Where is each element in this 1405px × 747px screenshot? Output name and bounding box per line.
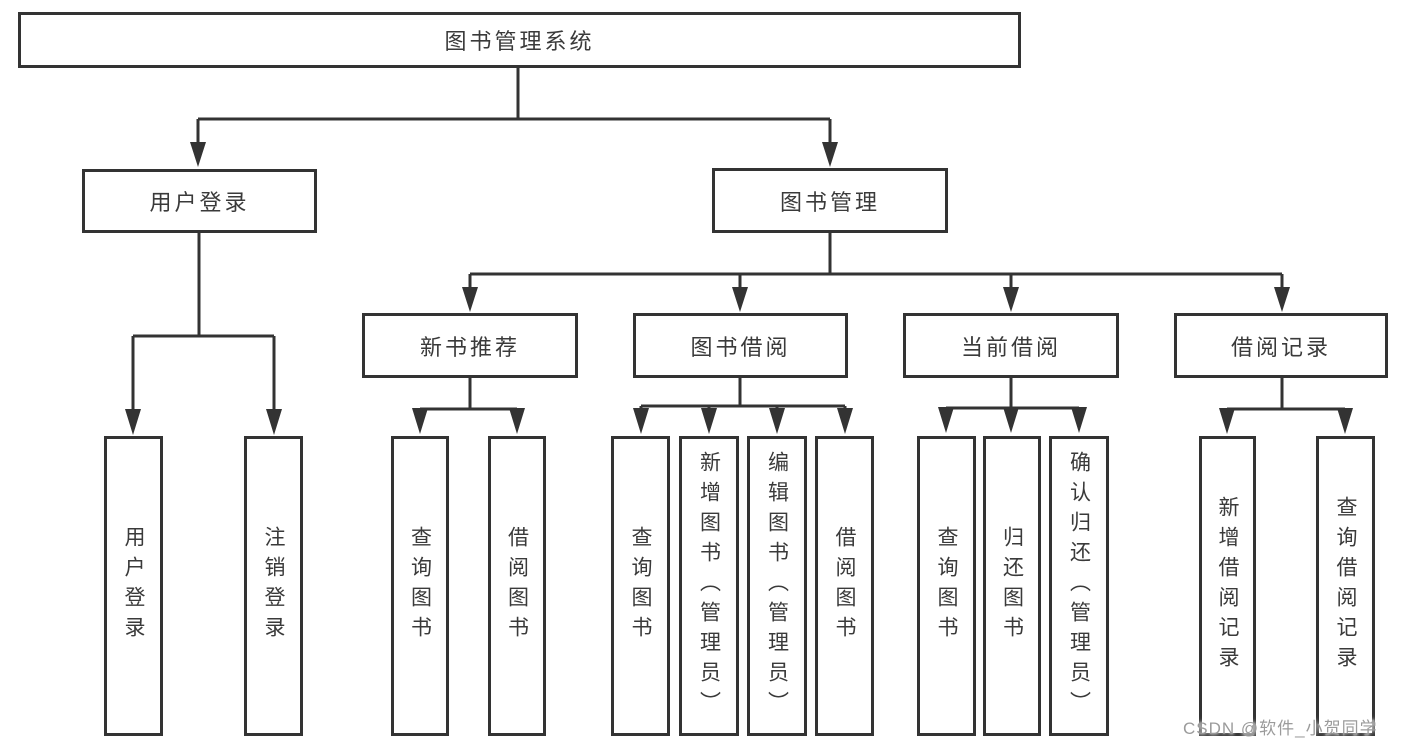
leaf-borrow-books-recommend-label: 借阅图书 xyxy=(505,526,529,646)
leaf-edit-book-admin: 编辑图书（管理员） xyxy=(747,436,807,736)
leaf-add-borrow-record-label: 新增借阅记录 xyxy=(1216,496,1239,676)
connector-root-to-level2 xyxy=(190,67,838,167)
leaf-user-login-label: 用户登录 xyxy=(122,526,145,646)
node-user-login: 用户登录 xyxy=(82,169,317,233)
leaf-confirm-return-admin: 确认归还（管理员） xyxy=(1049,436,1109,736)
leaf-query-books-current-label: 查询图书 xyxy=(935,526,958,646)
connector-new-book-recommend-children xyxy=(412,378,525,434)
leaf-return-book: 归还图书 xyxy=(983,436,1041,736)
leaf-borrow-books-recommend: 借阅图书 xyxy=(488,436,546,736)
leaf-user-login: 用户登录 xyxy=(104,436,163,736)
node-current-borrow-label: 当前借阅 xyxy=(960,334,1061,360)
node-root-label: 图书管理系统 xyxy=(444,29,595,54)
node-new-book-recommend: 新书推荐 xyxy=(362,313,578,378)
connector-borrow-records-children xyxy=(1219,378,1353,434)
node-book-borrow-label: 图书借阅 xyxy=(690,334,791,360)
leaf-add-book-admin-label: 新增图书（管理员） xyxy=(697,451,721,721)
connector-user-login-children xyxy=(125,233,282,435)
leaf-query-books-current: 查询图书 xyxy=(917,436,976,736)
node-current-borrow: 当前借阅 xyxy=(903,313,1119,378)
leaf-query-books-recommend-label: 查询图书 xyxy=(408,526,432,646)
leaf-borrow-books-label: 借阅图书 xyxy=(833,526,856,646)
leaf-add-book-admin: 新增图书（管理员） xyxy=(679,436,739,736)
node-borrow-records-label: 借阅记录 xyxy=(1230,334,1331,360)
node-book-management-label: 图书管理 xyxy=(779,189,880,215)
node-root: 图书管理系统 xyxy=(18,12,1021,68)
leaf-return-book-label: 归还图书 xyxy=(1000,526,1024,646)
connector-book-borrow-children xyxy=(633,378,853,434)
node-book-management: 图书管理 xyxy=(712,168,948,233)
leaf-borrow-books: 借阅图书 xyxy=(815,436,874,736)
leaf-add-borrow-record: 新增借阅记录 xyxy=(1199,436,1256,736)
connector-current-borrow-children xyxy=(938,378,1087,433)
csdn-watermark: CSDN @软件_小贺同学 xyxy=(1183,719,1378,738)
leaf-edit-book-admin-label: 编辑图书（管理员） xyxy=(765,451,789,721)
leaf-query-books-recommend: 查询图书 xyxy=(391,436,449,736)
leaf-query-books-borrow: 查询图书 xyxy=(611,436,670,736)
node-user-login-label: 用户登录 xyxy=(149,190,250,215)
leaf-query-borrow-record: 查询借阅记录 xyxy=(1316,436,1375,736)
leaf-logout: 注销登录 xyxy=(244,436,303,736)
node-new-book-recommend-label: 新书推荐 xyxy=(419,334,520,360)
connector-book-management-children xyxy=(462,233,1290,312)
leaf-query-books-borrow-label: 查询图书 xyxy=(629,526,652,646)
leaf-query-borrow-record-label: 查询借阅记录 xyxy=(1334,496,1357,676)
node-book-borrow: 图书借阅 xyxy=(633,313,848,378)
node-borrow-records: 借阅记录 xyxy=(1174,313,1388,378)
leaf-confirm-return-admin-label: 确认归还（管理员） xyxy=(1067,451,1091,721)
leaf-logout-label: 注销登录 xyxy=(262,526,285,646)
